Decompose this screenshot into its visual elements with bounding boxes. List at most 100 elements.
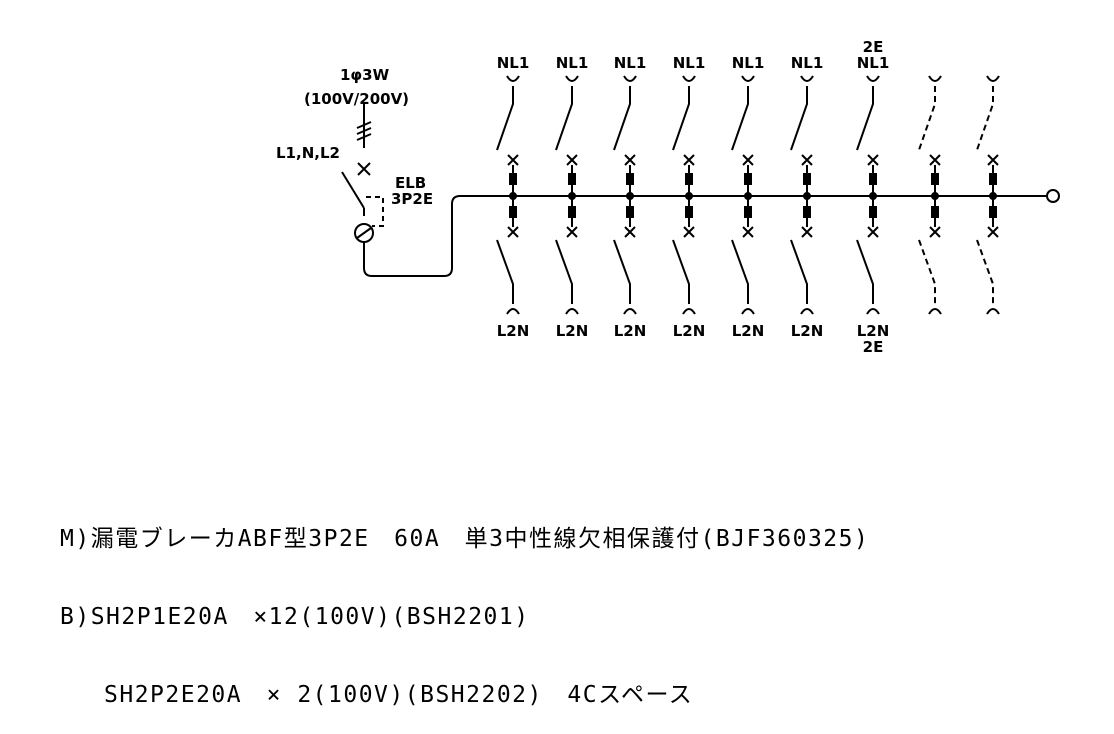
terminal-cup-bottom <box>506 308 520 315</box>
branch-bottom-label: 2E <box>863 338 884 356</box>
supply-lines-label: L1,N,L2 <box>276 144 340 162</box>
branch-circuit <box>918 75 942 315</box>
contact-top <box>507 154 519 166</box>
supply-phase-label: 1φ3W <box>340 66 390 84</box>
terminal-cup-top <box>800 75 814 82</box>
terminal-cup-top <box>623 75 637 82</box>
terminal-cup-top <box>565 75 579 82</box>
breaker-element-bottom <box>744 206 752 218</box>
single-line-diagram: 1φ3W (100V/200V) L1,N,L2 ELB 3P2E NL1L2N… <box>276 38 1060 356</box>
branch-bottom-label: L2N <box>614 322 647 340</box>
contact-top <box>929 154 941 166</box>
breaker-element-bottom <box>803 206 811 218</box>
terminal-cup-top <box>986 75 1000 82</box>
branch-bottom-label: L2N <box>673 322 706 340</box>
breaker-element-bottom <box>931 206 939 218</box>
contact-bottom <box>801 226 813 238</box>
contact-bottom <box>566 226 578 238</box>
contact-top <box>742 154 754 166</box>
terminal-cup-bottom <box>986 308 1000 315</box>
contact-bottom <box>507 226 519 238</box>
switch-blade-bottom <box>496 239 514 304</box>
note-line-main-breaker: M)漏電ブレーカABF型3P2E 60A 単3中性線欠相保護付(BJF36032… <box>60 526 869 552</box>
terminal-cup-top <box>506 75 520 82</box>
terminal-cup-top <box>866 75 880 82</box>
breaker-element-top <box>989 173 997 185</box>
main-to-bus-connector <box>363 195 1046 277</box>
switch-blade-top <box>731 86 749 151</box>
branch-bottom-label: L2N <box>732 322 765 340</box>
contact-top <box>624 154 636 166</box>
bus-junction <box>685 192 693 200</box>
switch-blade-top <box>555 86 573 151</box>
branch-circuits: NL1L2NNL1L2NNL1L2NNL1L2NNL1L2NNL1L2N2ENL… <box>496 38 1000 356</box>
terminal-cup-top <box>741 75 755 82</box>
terminal-cup-bottom <box>565 308 579 315</box>
contact-top <box>867 154 879 166</box>
note-line-branch-breakers-2e: SH2P2E20A × 2(100V)(BSH2202) 4Cスペース <box>60 682 869 708</box>
switch-blade-bottom <box>976 239 994 304</box>
branch-bottom-label: L2N <box>791 322 824 340</box>
terminal-cup-bottom <box>800 308 814 315</box>
contact-top <box>566 154 578 166</box>
note-line-branch-breakers: B)SH2P1E20A ×12(100V)(BSH2201) <box>60 604 869 630</box>
main-breaker-blade <box>341 171 365 209</box>
breaker-element-bottom <box>509 206 517 218</box>
bus-junction <box>989 192 997 200</box>
supply-hash-marks <box>356 121 372 141</box>
contact-bottom <box>929 226 941 238</box>
main-breaker-contact <box>357 162 371 176</box>
breaker-element-bottom <box>685 206 693 218</box>
contact-bottom <box>742 226 754 238</box>
supply-voltage-label: (100V/200V) <box>304 90 409 108</box>
switch-blade-top <box>976 86 994 151</box>
bus-terminal <box>1046 189 1060 203</box>
branch-bottom-label: L2N <box>857 322 890 340</box>
breaker-element-bottom <box>869 206 877 218</box>
bus-junction <box>931 192 939 200</box>
branch-top-label: NL1 <box>556 54 589 72</box>
switch-blade-top <box>918 86 936 151</box>
terminal-cup-bottom <box>682 308 696 315</box>
switch-blade-top <box>672 86 690 151</box>
bus-junction <box>803 192 811 200</box>
branch-top-label: NL1 <box>791 54 824 72</box>
branch-circuit <box>976 75 1000 315</box>
main-breaker-type-label: ELB <box>395 174 426 192</box>
breaker-element-top <box>931 173 939 185</box>
breaker-element-bottom <box>568 206 576 218</box>
contact-top <box>801 154 813 166</box>
branch-top-label: 2E <box>863 38 884 56</box>
breaker-element-top <box>568 173 576 185</box>
note-text: SH2P2E20A × 2(100V)(BSH2202) 4Cスペース <box>104 682 694 708</box>
contact-bottom <box>867 226 879 238</box>
bus-junction <box>626 192 634 200</box>
switch-blade-bottom <box>856 239 874 304</box>
breaker-element-top <box>685 173 693 185</box>
note-text: SH2P1E20A ×12(100V)(BSH2201) <box>90 604 530 630</box>
breaker-element-top <box>803 173 811 185</box>
breaker-element-top <box>626 173 634 185</box>
branch-top-label: NL1 <box>497 54 530 72</box>
terminal-cup-top <box>928 75 942 82</box>
breaker-element-top <box>509 173 517 185</box>
terminal-cup-top <box>682 75 696 82</box>
bus-junction <box>744 192 752 200</box>
terminal-cup-bottom <box>741 308 755 315</box>
note-prefix: B) <box>60 604 91 630</box>
terminal-cup-bottom <box>866 308 880 315</box>
contact-top <box>683 154 695 166</box>
switch-blade-bottom <box>790 239 808 304</box>
note-text: 漏電ブレーカABF型3P2E 60A 単3中性線欠相保護付(BJF360325) <box>90 526 870 552</box>
bus-junction <box>509 192 517 200</box>
breaker-element-bottom <box>626 206 634 218</box>
main-breaker-poles-label: 3P2E <box>391 190 433 208</box>
contact-bottom <box>683 226 695 238</box>
contact-top <box>987 154 999 166</box>
